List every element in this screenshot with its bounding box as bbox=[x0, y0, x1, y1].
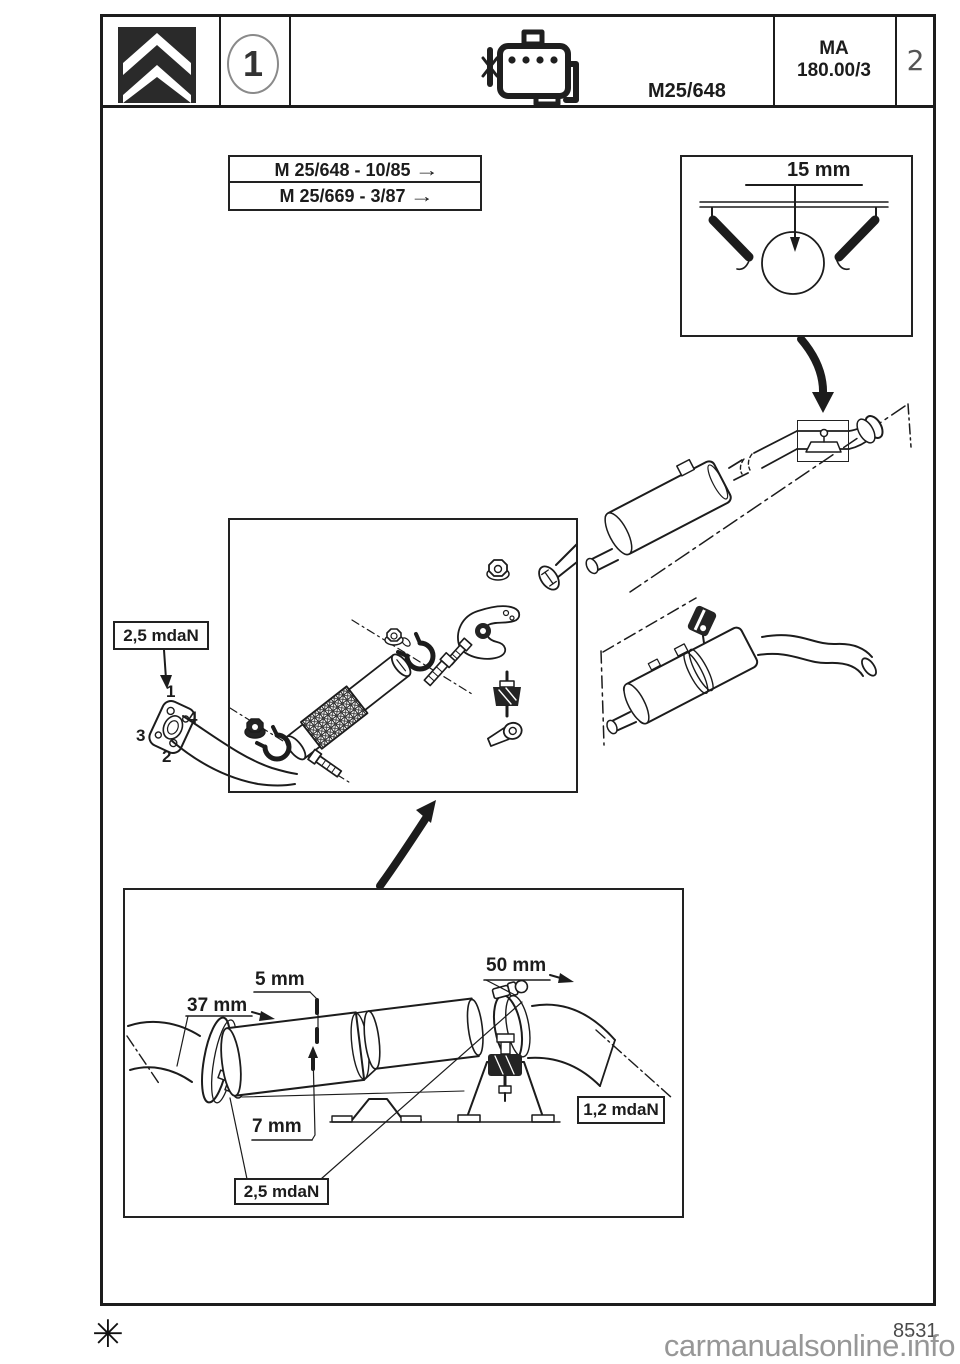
bolt-sequence-number: 2 bbox=[162, 747, 172, 766]
header-cell-divider bbox=[289, 16, 291, 106]
asterisk-note-icon: ✳ bbox=[92, 1314, 124, 1356]
exploded-parts-drawing bbox=[229, 543, 578, 785]
doc-code: M25/648 bbox=[648, 80, 726, 102]
applicability-label: M 25/648 - 10/85 bbox=[274, 160, 411, 180]
mounting-torque-box: 1,2 mdaN bbox=[577, 1096, 665, 1124]
print-code: 8531 bbox=[893, 1320, 938, 1342]
rear-silencer-lower-drawing bbox=[600, 597, 877, 746]
page-border bbox=[100, 14, 936, 1306]
clamp-torque-box: 2,5 mdaN bbox=[234, 1178, 329, 1205]
dimension-label: 5 mm bbox=[255, 969, 305, 990]
engine-icon bbox=[481, 29, 579, 107]
applicability-row: M 25/648 - 10/85→ bbox=[230, 157, 480, 183]
applicability-label: M 25/669 - 3/87 bbox=[279, 186, 406, 206]
nut-icon bbox=[486, 559, 510, 581]
applicability-box: M 25/648 - 10/85→ M 25/669 - 3/87→ bbox=[228, 155, 482, 211]
header-divider bbox=[100, 105, 936, 108]
front-pipe-drawing bbox=[148, 649, 298, 787]
section-number: 1 bbox=[242, 43, 264, 84]
support-bracket-icon bbox=[457, 605, 521, 660]
pointer-arrow-top bbox=[797, 335, 834, 413]
clip-icon bbox=[487, 721, 523, 747]
rubber-mount-icon bbox=[687, 605, 717, 637]
section-number-badge: 1 bbox=[227, 34, 279, 94]
torque-value: 2,5 mdaN bbox=[123, 626, 199, 645]
header-cell-divider bbox=[895, 16, 897, 106]
rear-silencer-upper-drawing bbox=[585, 403, 912, 593]
right-arrow-icon: → bbox=[414, 160, 439, 180]
hanger-dimension-label: 15 mm bbox=[787, 159, 851, 181]
pointer-arrow-bottom bbox=[376, 800, 436, 890]
watermark: carmanualsonline.info bbox=[663, 1328, 956, 1363]
exploded-parts-box bbox=[228, 518, 578, 793]
torque-value: 2,5 mdaN bbox=[243, 1182, 320, 1201]
clamp-detail-box bbox=[123, 888, 684, 1218]
dimension-label: 7 mm bbox=[252, 1116, 302, 1137]
hanger-detail-drawing bbox=[699, 184, 889, 295]
bolt-sequence-number: 1 bbox=[166, 682, 176, 701]
header-cell-divider bbox=[219, 16, 221, 106]
page-number: 2 bbox=[906, 44, 925, 77]
applicability-row: M 25/669 - 3/87→ bbox=[230, 183, 480, 209]
rubber-mount-stud-icon bbox=[493, 670, 521, 718]
clamp-detail-drawing bbox=[126, 973, 673, 1180]
right-arrow-icon: → bbox=[409, 186, 434, 206]
dimension-label: 37 mm bbox=[187, 995, 248, 1016]
bolt-icon bbox=[307, 748, 343, 778]
clamp-icon bbox=[396, 632, 436, 672]
bolt-sequence-number: 3 bbox=[136, 726, 146, 745]
manual-code: MA bbox=[819, 38, 849, 59]
dimension-label: 50 mm bbox=[486, 955, 547, 976]
bolt-icon bbox=[423, 651, 456, 687]
nut-icon bbox=[384, 628, 404, 646]
front-flange-torque-box: 2,5 mdaN bbox=[113, 621, 209, 650]
torque-value: 1,2 mdaN bbox=[583, 1100, 659, 1119]
hanger-detail-box bbox=[680, 155, 913, 337]
nut-icon bbox=[244, 718, 266, 739]
tailpipe-bracket-box bbox=[797, 420, 849, 462]
clamp-icon bbox=[255, 725, 292, 762]
header-cell-divider bbox=[773, 16, 775, 106]
manual-section: 180.00/3 bbox=[797, 60, 871, 81]
citroen-logo-icon bbox=[118, 27, 196, 103]
bolt-sequence-number: 4 bbox=[188, 708, 198, 727]
